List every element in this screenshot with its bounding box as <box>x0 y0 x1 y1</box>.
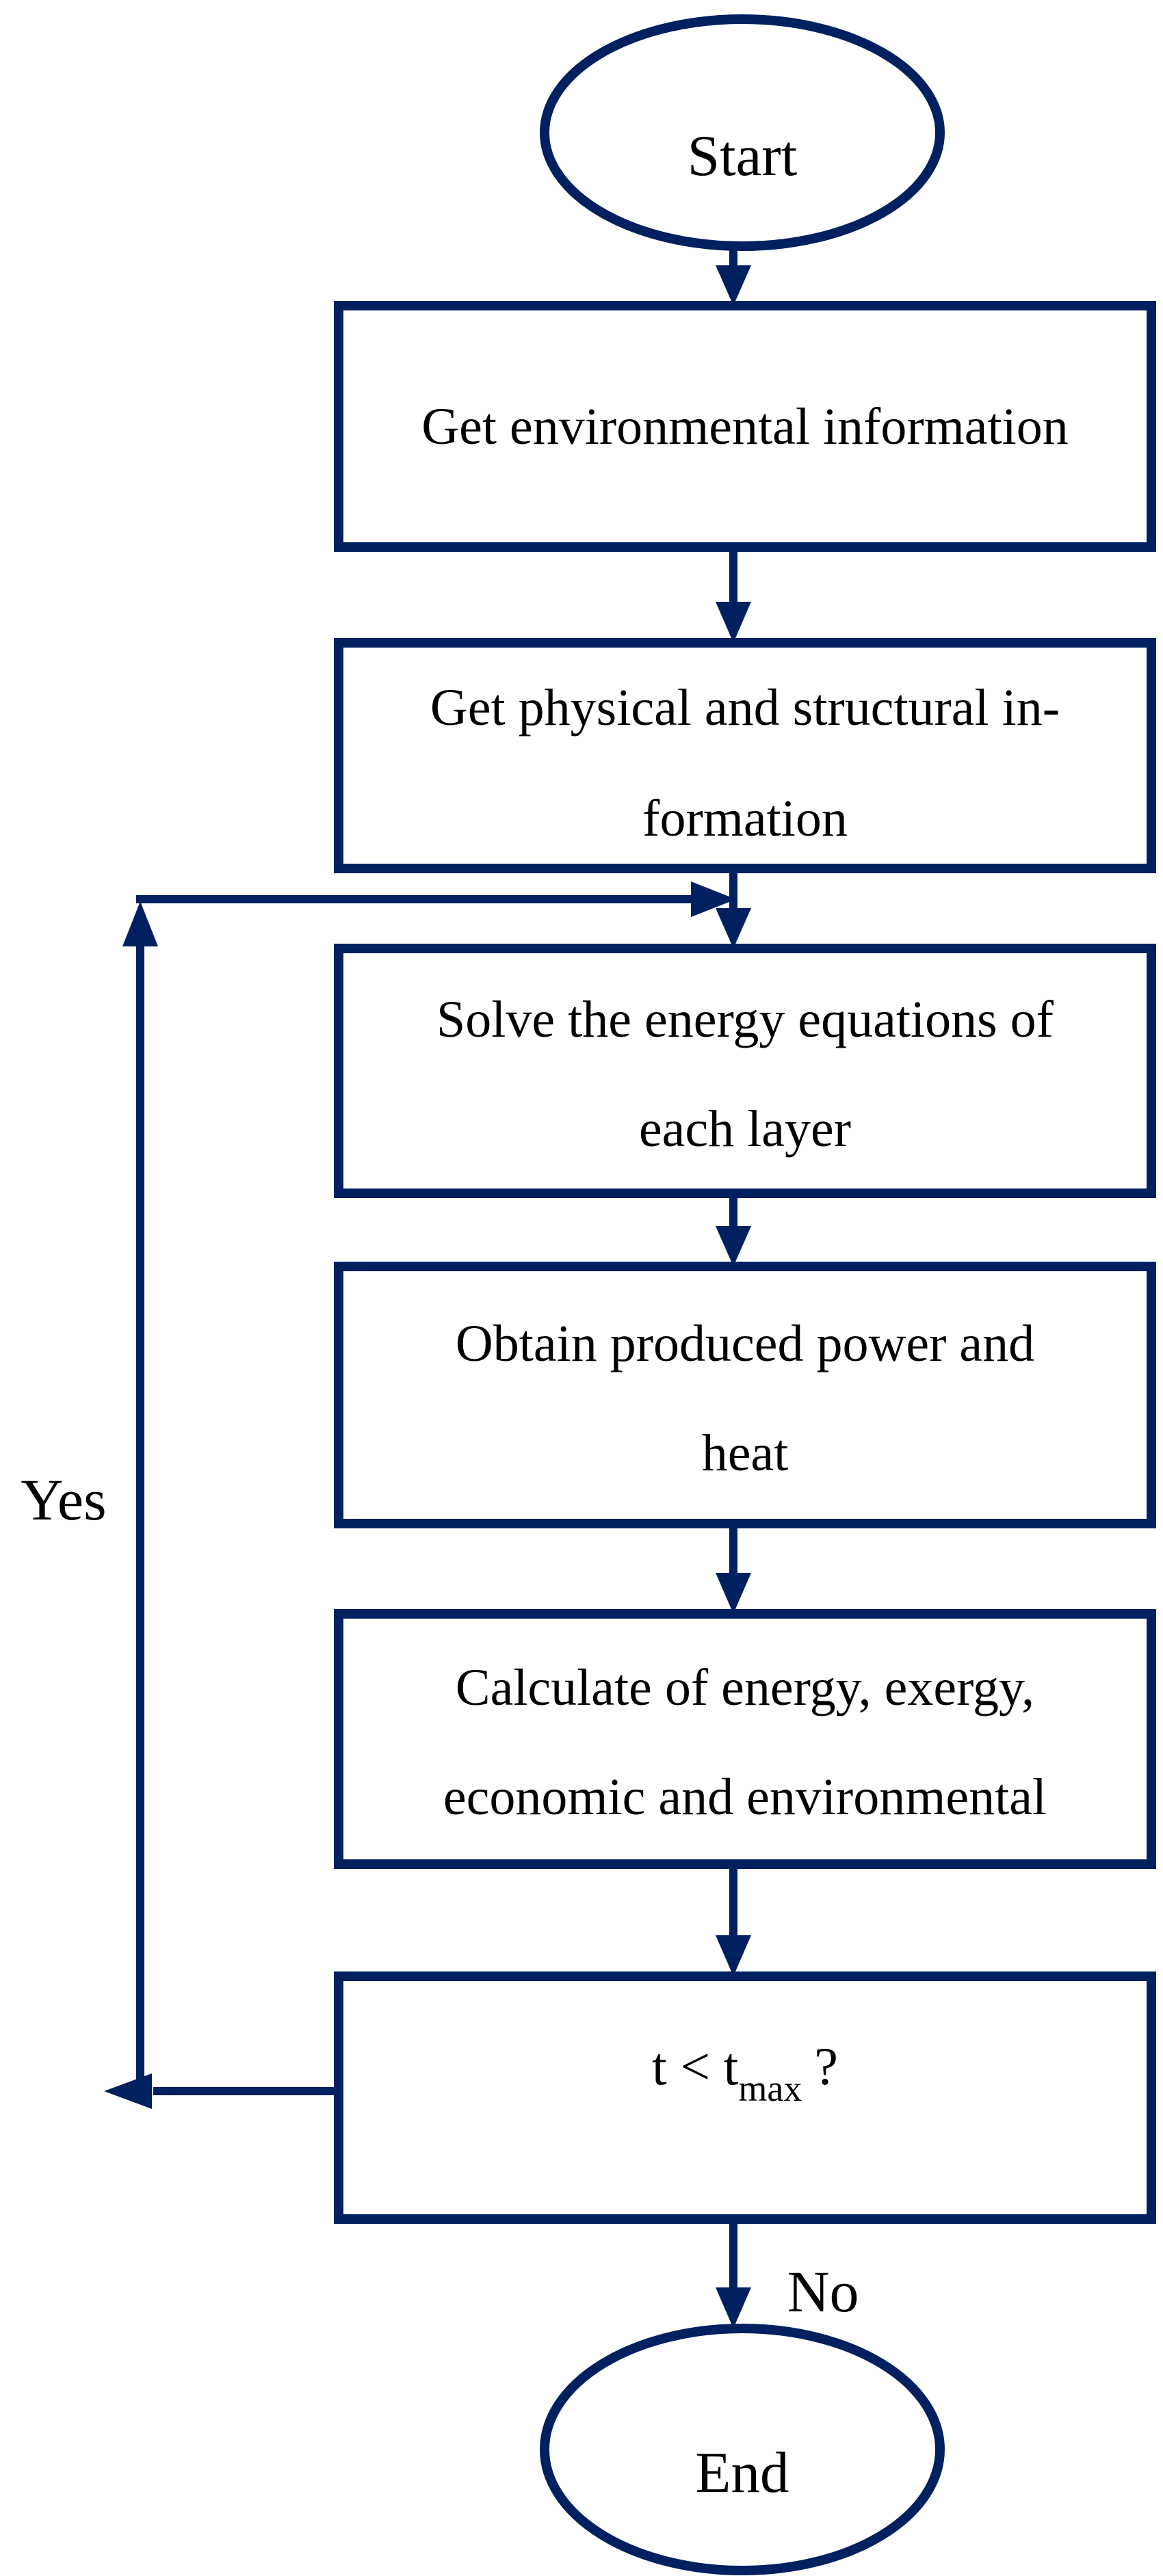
start-terminator <box>540 14 945 251</box>
calculate-4e-label-line2: economic and environmental <box>443 1768 1047 1826</box>
decision-label-subscript: max <box>738 2068 802 2109</box>
process-box-get-environmental <box>334 301 1156 552</box>
start-label: Start <box>688 124 798 188</box>
obtain-power-label-line1: Obtain produced power and <box>456 1315 1034 1372</box>
solve-energy-label-line1: Solve the energy equations of <box>436 991 1054 1048</box>
arrowhead-up-icon <box>122 901 158 946</box>
calculate-4e-label-line1: Calculate of energy, exergy, <box>456 1659 1034 1716</box>
decision-label-pre: t < t <box>652 2036 739 2096</box>
arrowhead-down-icon <box>716 1573 751 1614</box>
process-box-calculate-4e <box>334 1609 1156 1869</box>
obtain-power-label-line2: heat <box>702 1424 789 1482</box>
decision-box-time-check <box>334 1971 1156 2224</box>
decision-label: t < tmax? <box>652 2036 838 2109</box>
get-physical-label-line2: formation <box>642 790 848 847</box>
process-box-solve-energy <box>334 944 1156 1198</box>
get-environmental-label: Get environmental information <box>421 398 1069 455</box>
process-box-get-physical <box>334 638 1156 873</box>
arrowhead-down-icon <box>716 1935 751 1976</box>
decision-label-post: ? <box>814 2036 838 2096</box>
flowchart-group: Start Get environmental information Get … <box>21 14 1156 2575</box>
arrowhead-down-icon <box>716 2287 751 2328</box>
arrowhead-down-icon <box>716 908 751 948</box>
arrowhead-right-icon <box>691 881 736 917</box>
solve-energy-label-line2: each layer <box>639 1100 851 1158</box>
arrowhead-down-icon <box>716 602 751 643</box>
get-physical-label-line1: Get physical and structural in- <box>430 679 1060 736</box>
end-terminator <box>540 2324 945 2575</box>
arrowhead-left-icon <box>104 2073 152 2109</box>
edge-label-no: No <box>787 2259 859 2324</box>
end-label: End <box>696 2441 789 2505</box>
edge-label-yes: Yes <box>21 1467 106 1532</box>
arrowhead-down-icon <box>716 1226 751 1266</box>
process-box-obtain-power <box>334 1262 1156 1528</box>
arrowhead-down-icon <box>716 265 751 306</box>
